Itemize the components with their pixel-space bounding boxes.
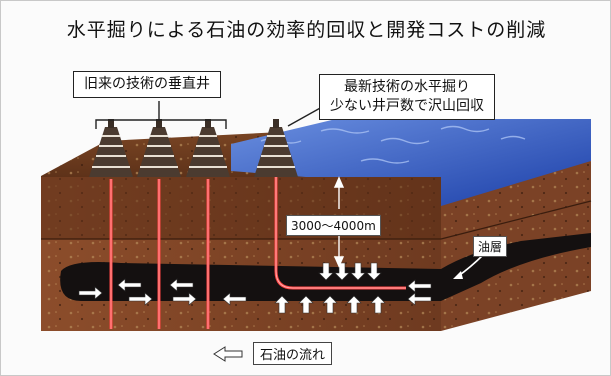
depth-label: 3000〜4000m <box>286 215 381 236</box>
new-technology-label: 最新技術の水平掘り 少ない井戸数で沢山回収 <box>319 74 495 120</box>
new-technology-line2: 少ない井戸数で沢山回収 <box>330 98 484 114</box>
old-technology-label: 旧来の技術の垂直井 <box>73 71 221 98</box>
oil-flow-label: 石油の流れ <box>253 342 333 365</box>
depth-indicator <box>333 176 345 268</box>
left-arrow-icon <box>213 345 243 362</box>
diagram-title: 水平掘りによる石油の効率的回収と開発コストの削減 <box>66 19 547 41</box>
derrick-icon <box>89 119 298 177</box>
flow-arrow <box>78 286 103 300</box>
oil-flow-legend: 石油の流れ <box>213 342 333 365</box>
oil-layer-label: 油層 <box>473 236 508 257</box>
new-technology-line1: 最新技術の水平掘り <box>344 79 470 95</box>
old-tech-bracket <box>95 101 227 129</box>
